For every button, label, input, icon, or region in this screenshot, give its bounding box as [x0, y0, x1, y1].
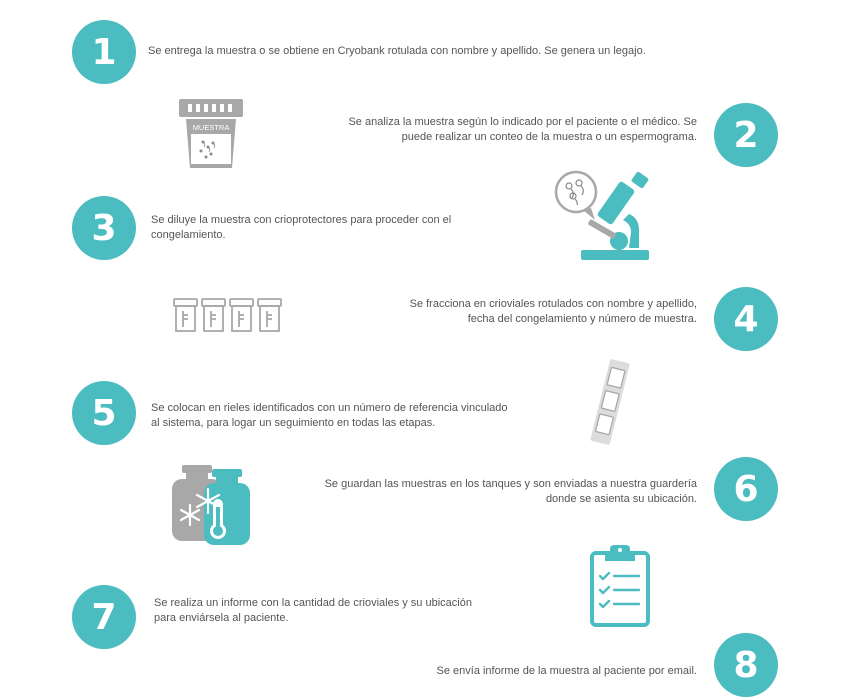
step-6-text-line1: Se guardan las muestras en los tanques y… [324, 478, 697, 490]
sample-cup-icon: MUESTRA [179, 99, 243, 168]
step-4-text-line1: Se fracciona en crioviales rotulados con… [409, 298, 697, 310]
step-7-text-line2: para enviársela al paciente. [154, 612, 289, 624]
step-5-number: 5 [72, 381, 136, 445]
step-2-number: 2 [714, 103, 778, 167]
rail-icon [590, 359, 630, 445]
step-4-text-line2: fecha del congelamiento y número de mues… [467, 313, 697, 325]
step-2-text-line1: Se analiza la muestra según lo indicado … [348, 116, 697, 128]
step-1-number: 1 [72, 20, 136, 84]
step-3-text-line1: Se diluye la muestra con crioprotectores… [151, 214, 452, 226]
step-6-text: Se guardan las muestras en los tanques y… [325, 477, 697, 507]
step-4-number: 4 [714, 287, 778, 351]
cryotank-icon [172, 465, 250, 545]
step-2-text: Se analiza la muestra según lo indicado … [348, 115, 697, 145]
step-8-number: 8 [714, 633, 778, 697]
step-8-text: Se envía informe de la muestra al pacien… [436, 665, 697, 677]
sample-cup-label: MUESTRA [193, 123, 230, 132]
clipboard-icon [590, 545, 650, 627]
step-3-number: 3 [72, 196, 136, 260]
step-7-number: 7 [72, 585, 136, 649]
cryovials-icon [173, 298, 282, 332]
step-6-number: 6 [714, 457, 778, 521]
step-1-text: Se entrega la muestra o se obtiene en Cr… [148, 45, 646, 57]
step-4-text: Se fracciona en crioviales rotulados con… [410, 297, 697, 327]
step-3-text-line2: congelamiento. [151, 229, 226, 241]
step-5-text-line1: Se colocan en rieles identificados con u… [151, 402, 508, 414]
step-6-text-line2: donde se asienta su ubicación. [545, 493, 697, 505]
step-5-text-line2: al sistema, para logar un seguimiento en… [151, 417, 436, 429]
step-2-text-line2: puede realizar un conteo de la muestra o… [401, 131, 697, 143]
step-7-text: Se realiza un informe con la cantidad de… [154, 596, 472, 626]
step-7-text-line1: Se realiza un informe con la cantidad de… [154, 597, 472, 609]
step-3-text: Se diluye la muestra con crioprotectores… [151, 213, 451, 243]
step-5-text: Se colocan en rieles identificados con u… [151, 401, 508, 431]
microscope-icon [554, 170, 649, 260]
